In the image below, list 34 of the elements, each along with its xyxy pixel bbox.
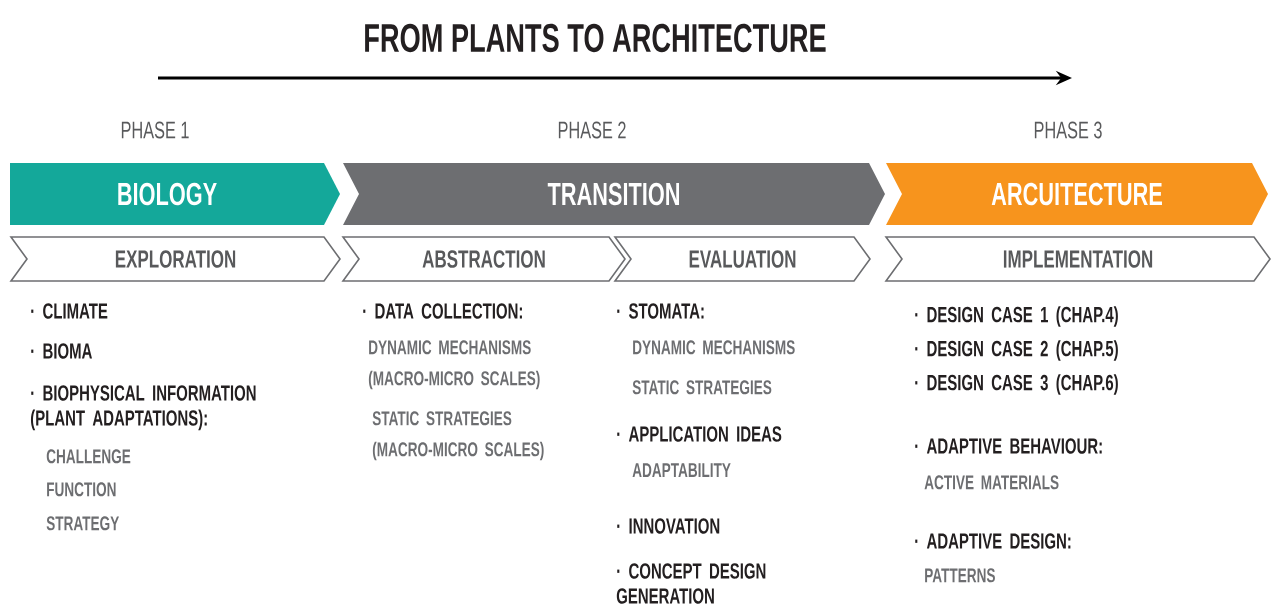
- list-item: · DESIGN CASE 2 (CHAP.5): [915, 340, 1118, 361]
- phase-label: PHASE 2: [558, 121, 626, 139]
- phase-banner: ARCUITECTURE: [886, 163, 1268, 225]
- list-item: · BIOMA: [31, 343, 92, 359]
- list-item: · CONCEPT DESIGN GENERATION: [616, 563, 766, 604]
- title: FROM PLANTS TO ARCHITECTURE: [365, 23, 826, 53]
- list-item: · STOMATA:: [617, 303, 704, 319]
- list-item: · ADAPTIVE DESIGN:: [915, 533, 1071, 549]
- list-item: · DESIGN CASE 1 (CHAP.4): [915, 306, 1118, 327]
- phase-label: PHASE 1: [121, 121, 189, 139]
- step-banner: EVALUATION: [613, 236, 871, 282]
- sub-item: ADAPTABILITY: [632, 463, 731, 477]
- list-item: · BIOPHYSICAL INFORMATION (PLANT ADAPTATIONS):: [30, 385, 256, 431]
- phase-banner: BIOLOGY: [10, 163, 340, 225]
- sub-item: CHALLENGE: [46, 449, 131, 464]
- sub-item: DYNAMIC MECHANISMS (MACRO-MICRO SCALES): [368, 340, 540, 390]
- list-item: · APPLICATION IDEAS: [617, 426, 782, 442]
- list-item: · INNOVATION: [617, 518, 720, 534]
- list-item: · DESIGN CASE 3 (CHAP.6): [915, 374, 1118, 395]
- sub-item: FUNCTION: [47, 482, 116, 497]
- sub-item: STATIC STRATEGIES: [632, 380, 772, 395]
- phase-label: PHASE 3: [1034, 121, 1102, 139]
- list-item: · ADAPTIVE BEHAVIOUR:: [915, 438, 1102, 454]
- sub-item: STATIC STRATEGIES (MACRO-MICRO SCALES): [372, 411, 544, 461]
- step-banner: EXPLORATION: [9, 236, 341, 282]
- sub-item: STRATEGY: [46, 516, 119, 531]
- step-banner: ABSTRACTION: [341, 236, 626, 282]
- phase-banner: TRANSITION: [343, 163, 885, 225]
- sub-item: ACTIVE MATERIALS: [924, 475, 1059, 490]
- step-banner: IMPLEMENTATION: [884, 236, 1271, 282]
- list-item: · DATA COLLECTION:: [363, 303, 522, 319]
- sub-item: PATTERNS: [925, 568, 995, 583]
- sub-item: DYNAMIC MECHANISMS: [633, 340, 795, 355]
- list-item: · CLIMATE: [31, 303, 108, 319]
